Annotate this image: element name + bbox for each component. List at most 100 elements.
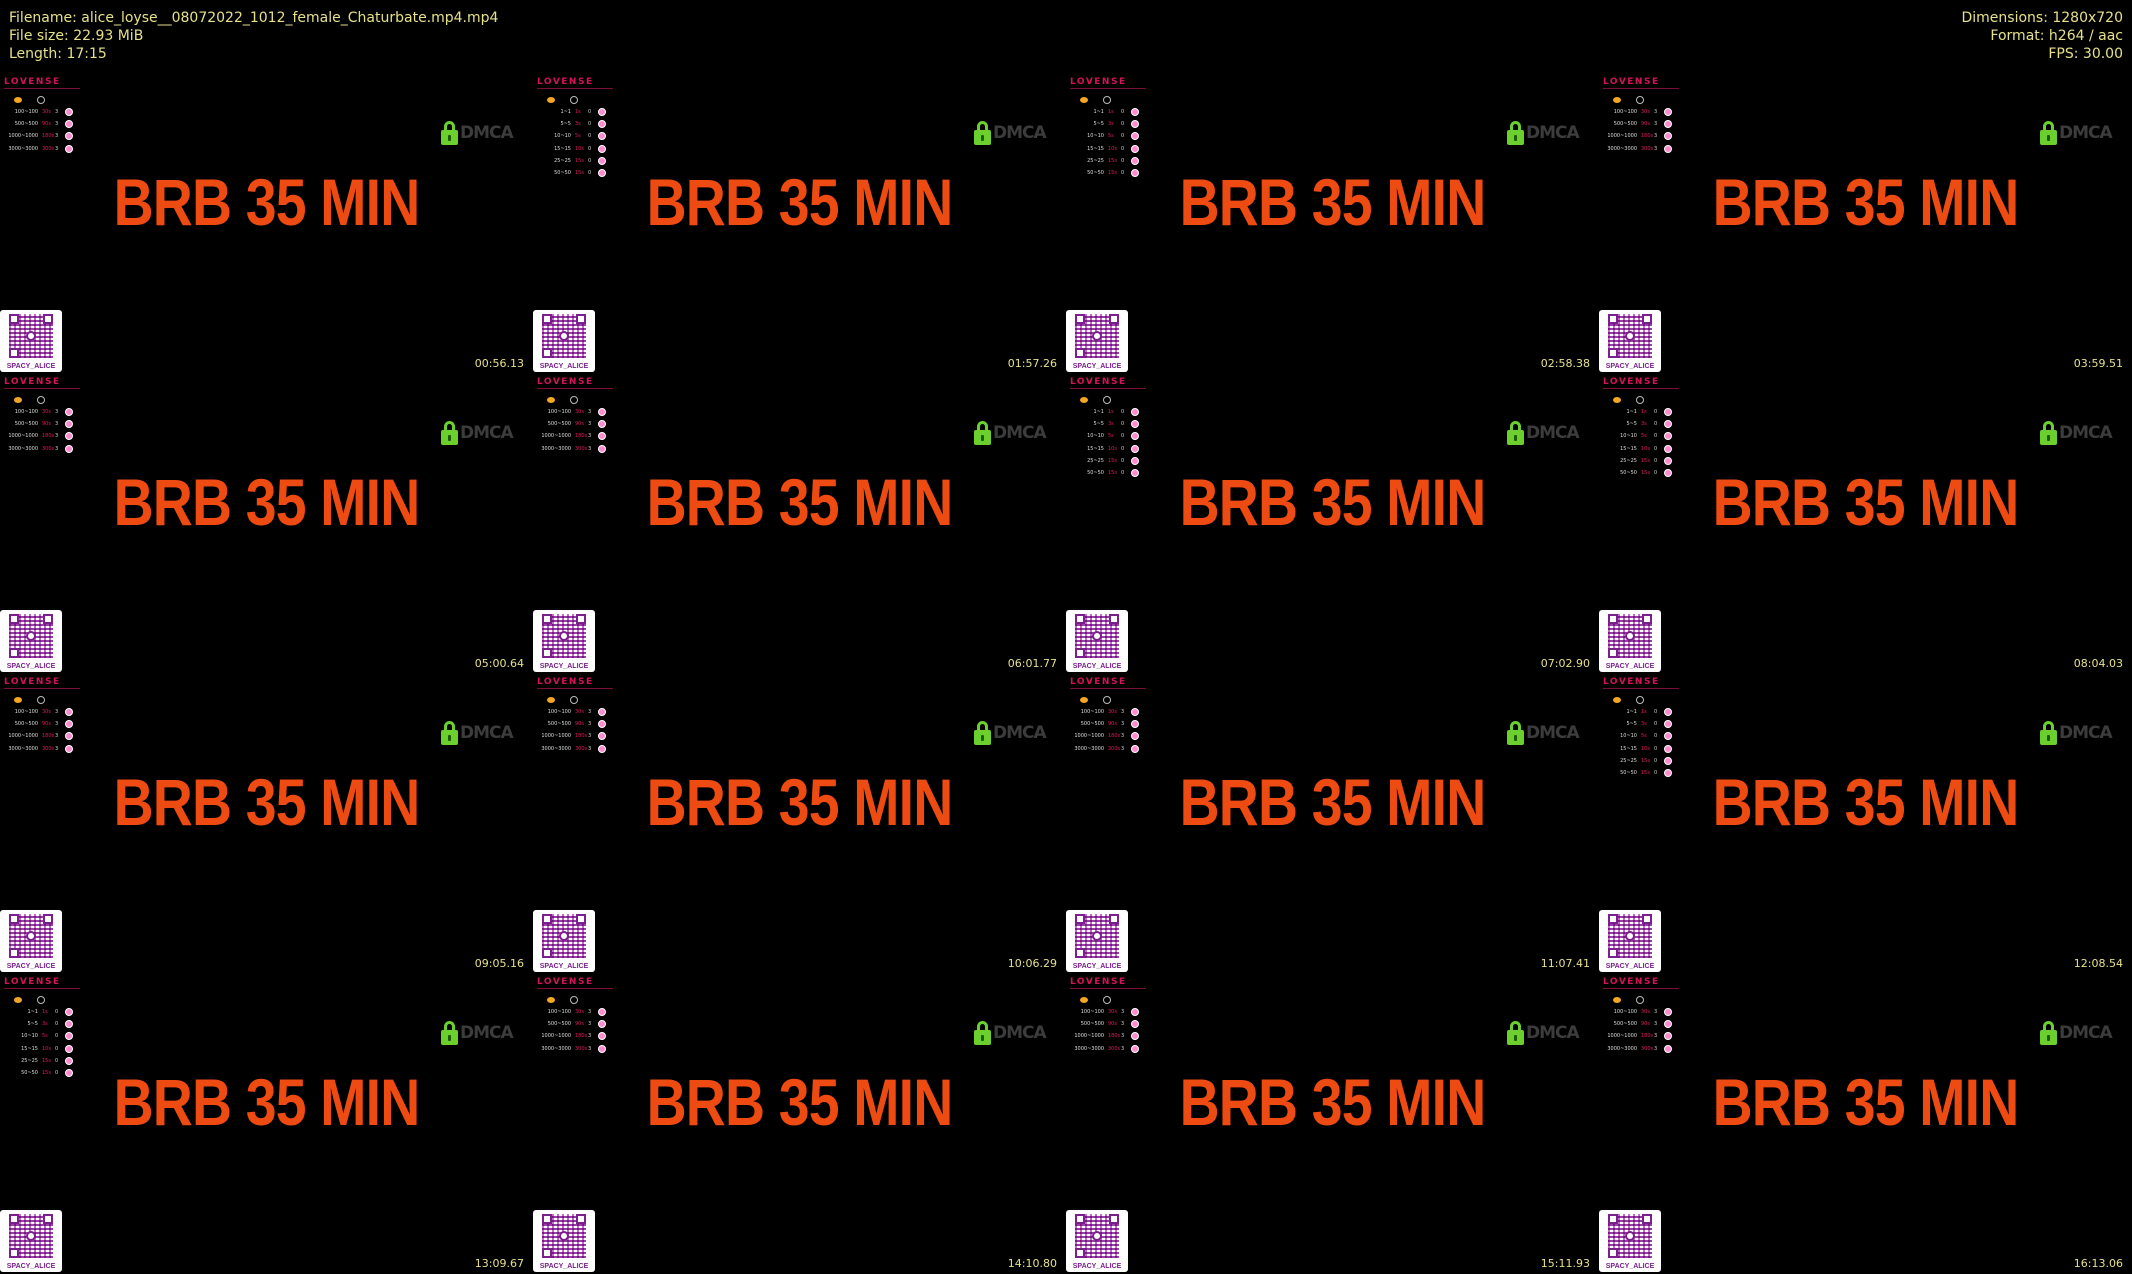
lovense-menu-row: 25~25 15s 0	[1603, 455, 1679, 467]
video-thumbnail[interactable]: LOVENSE 1~1 1s 0 5~5 3s 0	[533, 74, 1066, 374]
lovense-level: 0	[1121, 145, 1125, 152]
qr-code-icon	[1608, 914, 1652, 958]
lovense-duration: 180s	[42, 433, 55, 440]
clock-icon	[570, 995, 578, 1004]
video-thumbnail[interactable]: LOVENSE 1~1 1s 0 5~5 3s 0	[1599, 374, 2132, 674]
lovense-logo: LOVENSE	[537, 977, 594, 987]
vibration-dot-icon	[65, 444, 73, 453]
thumbnail-timestamp: 15:11.93	[1540, 1257, 1590, 1270]
lovense-level: 3	[588, 433, 592, 440]
qr-label: SPACY_ALICE	[539, 663, 589, 670]
video-thumbnail[interactable]: LOVENSE 1~1 1s 0 5~5 3s 0	[1066, 74, 1599, 374]
qr-code-icon	[1608, 614, 1652, 658]
video-thumbnail[interactable]: LOVENSE 100~100 30s 3 500~500 90s 3	[0, 674, 533, 974]
lovense-level: 0	[1121, 170, 1125, 177]
vibration-dot-icon	[598, 108, 606, 117]
video-thumbnail[interactable]: LOVENSE 1~1 1s 0 5~5 3s 0	[1066, 374, 1599, 674]
lock-icon	[441, 421, 458, 445]
vibration-dot-icon	[598, 120, 606, 129]
qr-code-icon	[1075, 1214, 1119, 1258]
lovense-duration: 30s	[42, 109, 51, 116]
video-thumbnail[interactable]: LOVENSE 100~100 30s 3 500~500 90s 3	[0, 374, 533, 674]
vibration-dot-icon	[1131, 120, 1139, 129]
dmca-text: DMCA	[2059, 423, 2113, 443]
lock-icon	[974, 421, 991, 445]
lovense-menu-row: 50~50 15s 0	[1070, 167, 1146, 179]
lovense-menu-row: 100~100 30s 3	[537, 706, 613, 718]
vibration-dot-icon	[65, 108, 73, 117]
lovense-duration: 3s	[1641, 421, 1647, 428]
vibration-dot-icon	[65, 1032, 73, 1041]
token-icon	[547, 696, 555, 703]
lovense-duration: 300s	[1108, 745, 1121, 752]
lovense-menu-row: 3000~3000 300s 3	[537, 743, 613, 755]
filesize-text: File size: 22.93 MiB	[9, 28, 144, 44]
video-thumbnail[interactable]: LOVENSE 1~1 1s 0 5~5 3s 0	[0, 974, 533, 1274]
fps-text: FPS: 30.00	[2048, 46, 2123, 62]
lovense-tip-range: 500~500	[547, 421, 571, 428]
video-thumbnail[interactable]: LOVENSE 100~100 30s 3 500~500 90s 3	[1599, 974, 2132, 1274]
lovense-menu-row: 50~50 15s 0	[1603, 767, 1679, 779]
lovense-tip-range: 1000~1000	[8, 433, 38, 440]
qr-label: SPACY_ALICE	[1072, 963, 1122, 970]
file-info: Filename: alice_loyse__08072022_1012_fem…	[9, 9, 498, 63]
lovense-level: 3	[55, 445, 59, 452]
lovense-menu-row: 1000~1000 180s 3	[1070, 1030, 1146, 1042]
lovense-menu-row: 100~100 30s 3	[1070, 1006, 1146, 1018]
lovense-header-icons	[1080, 95, 1146, 104]
lovense-level: 0	[1654, 745, 1658, 752]
lovense-header-icons	[547, 395, 613, 404]
vibration-dot-icon	[598, 156, 606, 165]
thumbnail-timestamp: 00:56.13	[474, 357, 524, 370]
lovense-tip-range: 10~10	[21, 1033, 38, 1040]
video-thumbnail[interactable]: LOVENSE 100~100 30s 3 500~500 90s 3	[533, 674, 1066, 974]
lovense-tip-range: 50~50	[21, 1070, 38, 1077]
vibration-dot-icon	[1664, 720, 1672, 729]
lovense-menu-row: 10~10 5s 0	[4, 1030, 80, 1042]
lovense-tip-range: 50~50	[554, 170, 571, 177]
lovense-menu-row: 5~5 3s 0	[1070, 118, 1146, 130]
video-thumbnail[interactable]: LOVENSE 100~100 30s 3 500~500 90s 3	[1066, 974, 1599, 1274]
lovense-tip-range: 3000~3000	[1074, 1045, 1104, 1052]
qr-code-icon	[9, 914, 53, 958]
lovense-header-icons	[14, 95, 80, 104]
qr-code-icon	[9, 1214, 53, 1258]
lock-icon	[974, 121, 991, 145]
lovense-tip-range: 3000~3000	[541, 1045, 571, 1052]
lovense-menu-row: 15~15 10s 0	[1603, 743, 1679, 755]
video-thumbnail[interactable]: LOVENSE 100~100 30s 3 500~500 90s 3	[533, 974, 1066, 1274]
lovense-menu-row: 3000~3000 300s 3	[537, 1043, 613, 1055]
lovense-menu-row: 1~1 1s 0	[1070, 106, 1146, 118]
lovense-menu-row: 100~100 30s 3	[537, 406, 613, 418]
lovense-menu-row: 100~100 30s 3	[4, 406, 80, 418]
token-icon	[1613, 96, 1621, 103]
video-thumbnail[interactable]: LOVENSE 100~100 30s 3 500~500 90s 3	[533, 374, 1066, 674]
lovense-menu-row: 1000~1000 180s 3	[4, 730, 80, 742]
lovense-level: 3	[588, 709, 592, 716]
lovense-duration: 15s	[1641, 757, 1650, 764]
lovense-duration: 90s	[1641, 1021, 1650, 1028]
lovense-duration: 180s	[42, 733, 55, 740]
lovense-duration: 300s	[42, 445, 55, 452]
lovense-divider	[4, 388, 80, 389]
lovense-level: 3	[588, 733, 592, 740]
qr-code-icon	[542, 914, 586, 958]
lovense-duration: 30s	[575, 409, 584, 416]
lovense-menu-row: 500~500 90s 3	[1603, 1018, 1679, 1030]
dmca-badge: DMCA	[2040, 1021, 2113, 1045]
lovense-menu-row: 1000~1000 180s 3	[1603, 1030, 1679, 1042]
filename-text: Filename: alice_loyse__08072022_1012_fem…	[9, 10, 499, 26]
lovense-duration: 10s	[1108, 445, 1117, 452]
dmca-badge: DMCA	[1507, 421, 1580, 445]
lovense-logo: LOVENSE	[1603, 977, 1660, 987]
lovense-menu-row: 100~100 30s 3	[4, 706, 80, 718]
dmca-badge: DMCA	[441, 421, 514, 445]
lovense-duration: 1s	[1108, 409, 1114, 416]
video-thumbnail[interactable]: LOVENSE 100~100 30s 3 500~500 90s 3	[0, 74, 533, 374]
vibration-dot-icon	[65, 720, 73, 729]
video-thumbnail[interactable]: LOVENSE 100~100 30s 3 500~500 90s 3	[1599, 74, 2132, 374]
clock-icon	[1636, 395, 1644, 404]
video-thumbnail[interactable]: LOVENSE 100~100 30s 3 500~500 90s 3	[1066, 674, 1599, 974]
brb-banner: BRB 35 MIN	[1712, 765, 2020, 839]
video-thumbnail[interactable]: LOVENSE 1~1 1s 0 5~5 3s 0	[1599, 674, 2132, 974]
